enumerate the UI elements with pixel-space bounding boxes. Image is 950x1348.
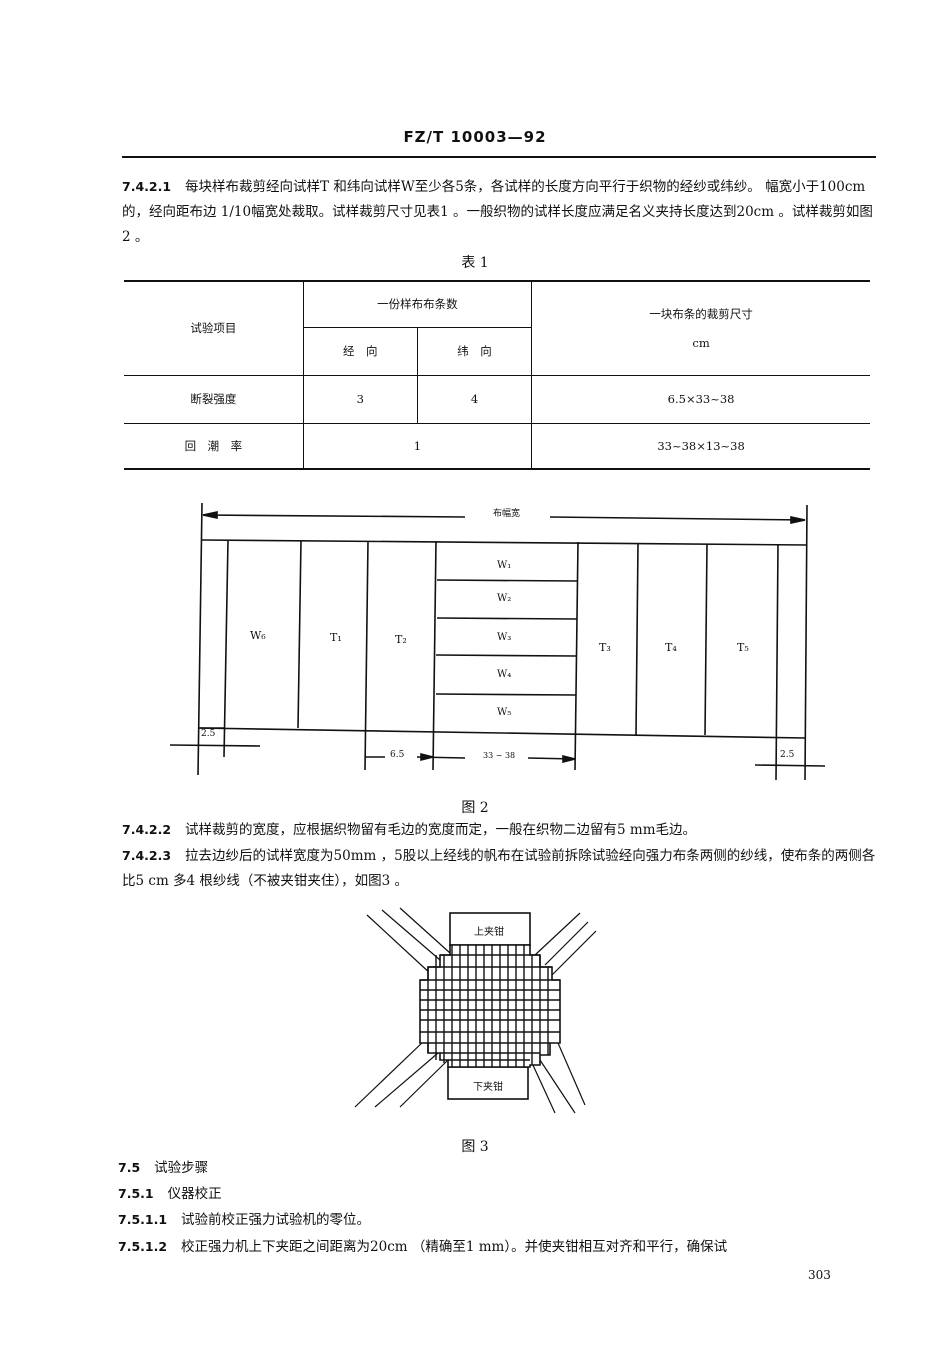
lower-clamp-label: 下夹钳 [473,1082,503,1093]
section-text: 每块样布裁剪经向试样T 和纬向试样W至少各5条，各试样的长度方向平行于织物的经纱… [122,179,873,245]
section-number: 7.5.1 [118,1186,154,1201]
section-text: 试样裁剪的宽度，应根据织物留有毛边的宽度而定，一般在织物二边留有5 mm毛边。 [185,822,697,838]
cell-weft: 4 [416,374,533,424]
figure-3-clamp-diagram: 上夹钳 下夹钳 [340,895,600,1115]
header-weft: 纬 向 [416,326,532,376]
table-caption: 表 1 [461,255,489,271]
cut-size-label: 一块布条的裁剪尺寸 [649,307,753,322]
header-rule [122,156,876,158]
strip-label: W₄ [497,669,512,680]
fabric-width-label: 布幅宽 [493,509,521,519]
section-number: 7.5 [118,1160,141,1175]
strip-label: W₅ [497,707,512,718]
header-warp: 经 向 [303,326,418,376]
strip-label: W₃ [497,632,512,643]
section-text: 拉去边纱后的试样宽度为50mm ，5股以上经线的帆布在试验前拆除试验经向强力布条… [122,848,876,889]
strip-label: T₁ [330,631,342,644]
section-number: 7.5.1.1 [118,1212,168,1227]
strip-label: T₂ [395,633,407,646]
strip-label: T₃ [599,641,611,654]
section-text: 仪器校正 [167,1186,222,1202]
cell-item: 回 潮 率 [124,422,304,470]
cell-size: 6.5×33~38 [531,374,870,424]
table-1: 试验项目 一份样布布条数 一块布条的裁剪尺寸 cm 经 向 纬 向 断裂强度 3… [124,280,870,470]
strip-label: W₁ [497,560,512,571]
dim-left-edge: 2.5 [201,729,216,739]
dim-right-edge: 2.5 [780,750,795,760]
standard-code-header: FZ/T 10003—92 [403,128,547,146]
paragraph-7-5-1-1: 7.5.1.1 试验前校正强力试验机的零位。 [118,1207,872,1233]
paragraph-7-5-1-2: 7.5.1.2 校正强力机上下夹距之间距离为20cm （精确至1 mm）。并使夹钳… [118,1234,872,1260]
paragraph-7-4-2-2: 7.4.2.2 试样裁剪的宽度，应根据织物留有毛边的宽度而定，一般在织物二边留有5… [122,817,876,843]
cut-size-unit: cm [692,336,710,351]
section-text: 试验前校正强力试验机的零位。 [181,1212,371,1228]
cell-item: 断裂强度 [124,374,304,424]
page-number: 303 [808,1268,831,1282]
strip-label: T₅ [737,641,749,654]
dim-strip-width: 6.5 [390,750,405,760]
section-number: 7.4.2.3 [122,848,172,863]
table-row: 断裂强度 3 4 6.5×33~38 [124,374,870,424]
header-test-item: 试验项目 [124,280,304,376]
figure-2-cutting-diagram: 布幅宽 W₆ T₁ T₂ W₁ W₂ W₃ W₄ W₅ T₃ T₄ T₅ 2.5… [165,495,835,785]
strip-label: W₆ [250,629,266,642]
paragraph-7-5-1: 7.5.1 仪器校正 [118,1181,872,1207]
dim-strip-length: 33 ~ 38 [483,751,516,760]
table-row: 回 潮 率 1 33~38×13~38 [124,422,870,470]
paragraph-7-5: 7.5 试验步骤 [118,1155,872,1181]
header-strip-count: 一份样布布条数 [302,280,533,328]
section-text: 试验步骤 [154,1160,209,1176]
strip-label: T₄ [665,641,677,654]
section-text: 校正强力机上下夹距之间距离为20cm （精确至1 mm）。并使夹钳相互对齐和平行… [181,1239,728,1255]
figure-2-caption: 图 2 [461,800,489,816]
strip-label: W₂ [497,593,512,604]
section-number: 7.4.2.1 [122,179,172,194]
header-cut-size: 一块布条的裁剪尺寸 cm [531,280,870,376]
upper-clamp-label: 上夹钳 [474,927,504,938]
figure-3-caption: 图 3 [461,1139,489,1155]
section-number: 7.5.1.2 [118,1239,168,1254]
cell-count: 1 [302,422,533,470]
cell-warp: 3 [302,374,418,424]
section-number: 7.4.2.2 [122,822,172,837]
cell-size: 33~38×13~38 [531,422,870,470]
